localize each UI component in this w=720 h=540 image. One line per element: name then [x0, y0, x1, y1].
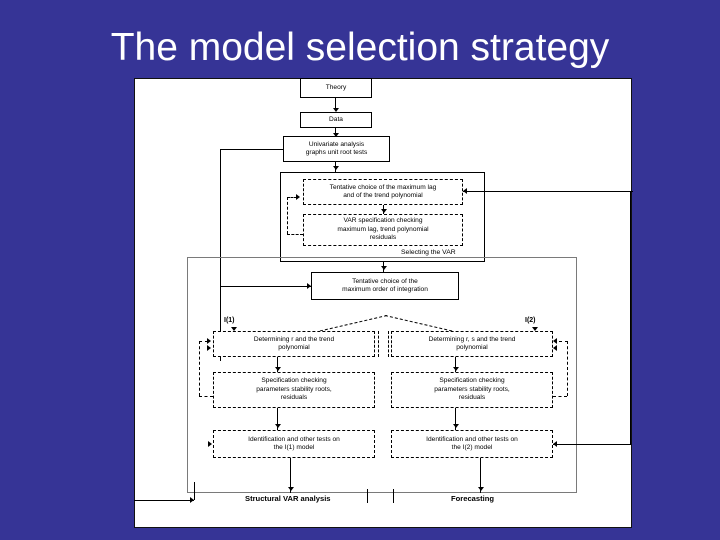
bottom-separator-left [367, 489, 368, 503]
node-var-specification-checking: VAR specification checking maximum lag, … [303, 214, 463, 246]
arrowhead-theory-data [333, 108, 339, 112]
loop-varspec-left-vertical [287, 197, 288, 234]
node-determining-rs: Determining r, s and the trend polynomia… [391, 331, 553, 357]
branch-label-i1: I(1) [224, 317, 235, 324]
bottom-feedback-rail [134, 500, 194, 501]
arrowhead-loop-left-spec2 [207, 345, 211, 351]
loop-right-spec-vertical [567, 341, 568, 396]
arrowhead-loop-varspec [296, 194, 300, 200]
arrowhead-feedback-ident-i2 [553, 441, 557, 447]
loop-left-spec-bottom [199, 396, 213, 397]
arrowhead-branch-left [231, 327, 237, 331]
node-theory: Theory [300, 78, 372, 98]
arrowhead-right-to-tentative-lag [463, 188, 467, 194]
arrowhead-univariate-varbox [333, 166, 339, 170]
loop-right-spec-top [559, 341, 568, 342]
arrowhead-tentative-varspec [381, 209, 387, 213]
node-spec-check-right: Specification checking parameters stabil… [391, 372, 553, 408]
arrowhead-data-univariate [333, 133, 339, 137]
arrowhead-spec-right-ident [453, 424, 459, 428]
arrowhead-bottom-feedback [190, 497, 194, 503]
arrowhead-loop-left-spec [207, 338, 211, 344]
bottom-separator-right [393, 489, 394, 503]
connector-determining-rs-spec [455, 357, 456, 372]
feedback-line-right-outer-vertical [630, 191, 631, 444]
feedback-line-vertical-left [220, 149, 221, 361]
node-tentative-max-order: Tentative choice of the maximum order of… [311, 272, 459, 300]
arrowhead-determining-r-spec [275, 367, 281, 371]
arrowhead-loop-right-spec2 [553, 345, 557, 351]
arrowhead-forecasting [478, 487, 484, 491]
arrowhead-determining-rs-spec [453, 367, 459, 371]
node-tentative-max-lag: Tentative choice of the maximum lag and … [303, 179, 463, 205]
connector-spec-left-ident [277, 408, 278, 430]
arrowhead-structural-var [288, 487, 294, 491]
node-data: Data [300, 112, 372, 128]
feedback-line-to-univariate [220, 149, 283, 150]
arrowhead-branch-right [532, 327, 538, 331]
caption-selecting-the-var: Selecting the VAR [401, 249, 456, 256]
connector-ident-i1-structural [290, 458, 291, 493]
arrowhead-varbox-tentative-order [381, 266, 387, 270]
node-spec-check-left: Specification checking parameters stabil… [213, 372, 375, 408]
arrowhead-spec-left-ident [275, 424, 281, 428]
arrowhead-loop-right-spec [553, 338, 557, 344]
feedback-line-right-to-tentative-lag [463, 191, 633, 192]
connector-determining-r-spec [277, 357, 278, 372]
node-determining-r: Determining r and the trend polynomial [213, 331, 375, 357]
loop-varspec-bottom [287, 234, 303, 235]
node-identification-i1: Identification and other tests on the I(… [213, 430, 375, 458]
group-selecting-the-var [280, 172, 485, 262]
node-structural-var-analysis: Structural VAR analysis [245, 494, 331, 503]
arrowhead-feedback-ident-i1 [208, 441, 212, 447]
page-title: The model selection strategy [110, 26, 610, 69]
loop-left-spec-top [199, 341, 208, 342]
connector-spec-right-ident [455, 408, 456, 430]
diagram-canvas: Theory Data Univariate analysis graphs u… [134, 78, 633, 528]
connector-ident-i2-forecasting [480, 458, 481, 493]
feedback-line-right-to-ident-i2 [553, 444, 631, 445]
connector-theory-data [335, 98, 336, 110]
loop-left-spec-vertical [199, 341, 200, 396]
loop-varspec-top [287, 197, 297, 198]
node-univariate-analysis: Univariate analysis graphs unit root tes… [283, 136, 390, 162]
node-identification-i2: Identification and other tests on the I(… [391, 430, 553, 458]
arrowhead-left-to-tentative-order [307, 283, 311, 289]
node-forecasting: Forecasting [451, 494, 495, 503]
column-separator-right [388, 331, 389, 357]
connector-data-univariate [335, 128, 336, 136]
bottom-feedback-vertical [194, 482, 195, 500]
feedback-line-left-to-tentative-order [220, 286, 311, 287]
branch-label-i2: I(2) [525, 317, 536, 324]
group-i1-i2-analysis [187, 257, 577, 493]
column-separator-left [378, 331, 379, 357]
loop-right-spec-bottom [553, 396, 567, 397]
